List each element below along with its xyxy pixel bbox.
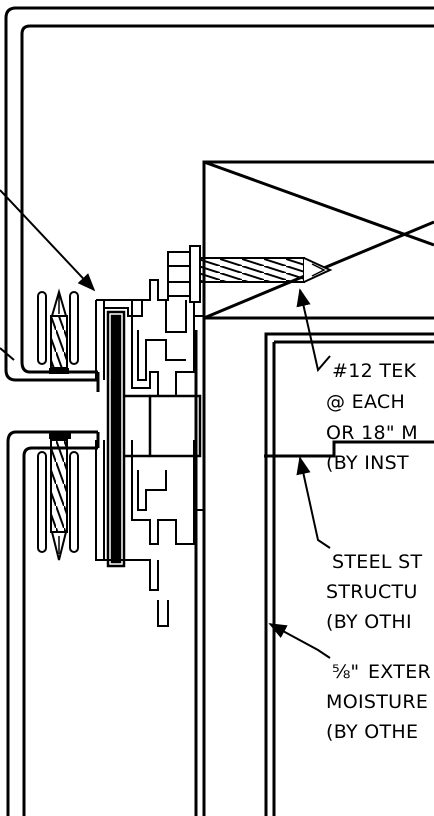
leader-stud — [296, 456, 331, 549]
panel-screw-upper — [49, 288, 69, 374]
cladding-panel-upper — [4, 6, 434, 392]
washer-slots — [37, 291, 79, 553]
callout-stud-line-1: STEEL ST — [332, 551, 422, 573]
callout-screw-line-3: OR 18" M — [326, 422, 418, 444]
leader-clip — [0, 189, 96, 292]
callout-screw-line-4: (BY INST — [326, 452, 409, 474]
extrusion-clip-lower — [95, 440, 205, 627]
joint-rail — [106, 310, 202, 568]
callout-screw: #12 TEK @ EACH OR 18" M (BY INST — [326, 360, 418, 474]
callout-stud-line-2: STRUCTU — [326, 581, 418, 603]
panel-screw-lower — [49, 432, 71, 561]
callout-sheathing-fraction: ⅝" — [332, 661, 359, 683]
framing-edge — [194, 318, 206, 816]
callout-sheathing-line-3: (BY OTHE — [326, 721, 418, 743]
leader-lines — [0, 189, 331, 659]
callout-stud-line-3: (BY OTHI — [326, 611, 412, 633]
leader-sheathing — [268, 623, 331, 659]
callout-sheathing-line-2: MOISTURE — [326, 691, 428, 713]
callout-sheathing-line-1: EXTER — [368, 661, 431, 683]
callout-stud: STEEL ST STRUCTU (BY OTHI — [326, 551, 422, 633]
tek-screw — [167, 245, 333, 303]
callout-screw-line-1: #12 TEK — [332, 360, 417, 382]
leader-panel — [0, 347, 15, 361]
callout-screw-line-2: @ EACH — [326, 391, 405, 413]
callout-sheathing: ⅝" EXTER MOISTURE (BY OTHE — [326, 661, 431, 743]
leader-screw — [296, 288, 331, 373]
coping-wedge — [202, 160, 434, 320]
steel-stud — [264, 332, 434, 816]
cladding-panel-lower — [6, 430, 100, 816]
